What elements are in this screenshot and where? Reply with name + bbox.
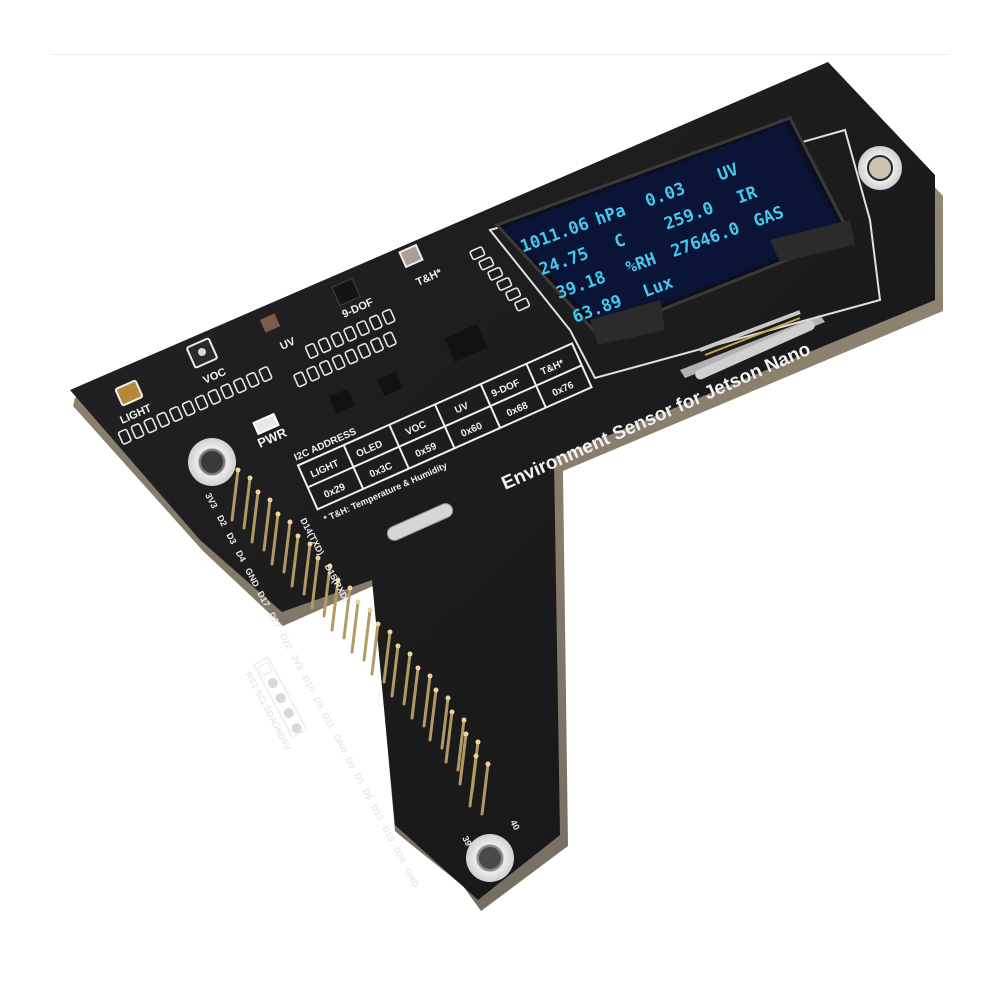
gpio-label-left: D3: [224, 531, 238, 546]
ic-chip: [444, 323, 488, 363]
pwr-led: [252, 412, 280, 436]
gpio-label-left: D6: [361, 787, 375, 802]
th-sensor-chip: [398, 243, 424, 269]
gpio-label-left: D13: [369, 803, 386, 822]
gpio-label-left: D4: [234, 549, 248, 564]
mounting-hole-left: [188, 438, 236, 486]
gpio-label-left: D10: [300, 674, 317, 693]
gpio-pin-40-label: 40: [508, 818, 522, 832]
small-ic-1: [329, 388, 355, 414]
mounting-hole-top-right: [858, 146, 902, 190]
i2c-connector: RST SCL SDA GND 5V: [243, 655, 308, 752]
background-divider-line: [50, 54, 950, 55]
light-sensor-chip: [114, 379, 144, 407]
slot-cutout-2: [695, 320, 815, 380]
gpio-pin-39-label: 39: [460, 834, 474, 848]
label-uv: UV: [278, 335, 297, 352]
gpio-label-left: D9: [312, 695, 326, 710]
dof-sensor-chip: [331, 277, 361, 307]
gpio-label-left: GND: [403, 866, 421, 889]
gpio-label-left: D11: [320, 711, 336, 730]
uv-sensor-chip: [259, 313, 281, 333]
sensor-components: [114, 243, 488, 436]
i2c-header-uv: UV: [453, 400, 470, 416]
small-ic-2: [377, 371, 403, 397]
gpio-label-left: D19: [380, 824, 397, 843]
passive-components: [117, 246, 531, 445]
gpio-label-left: D5: [352, 771, 366, 786]
connector-pin-5v: 5V: [279, 737, 293, 751]
gpio-label-left: D26: [391, 845, 408, 864]
gpio-header: [230, 467, 491, 816]
mounting-hole-bottom: [466, 834, 514, 882]
gpio-label-left: GND: [331, 732, 349, 755]
gpio-label-left: 3V3: [289, 653, 305, 672]
slot-cutout-1: [386, 503, 454, 541]
gpio-label-left: D22: [278, 632, 295, 651]
gpio-label-left: D2: [215, 513, 229, 528]
gpio-label-left: D0: [344, 755, 358, 770]
